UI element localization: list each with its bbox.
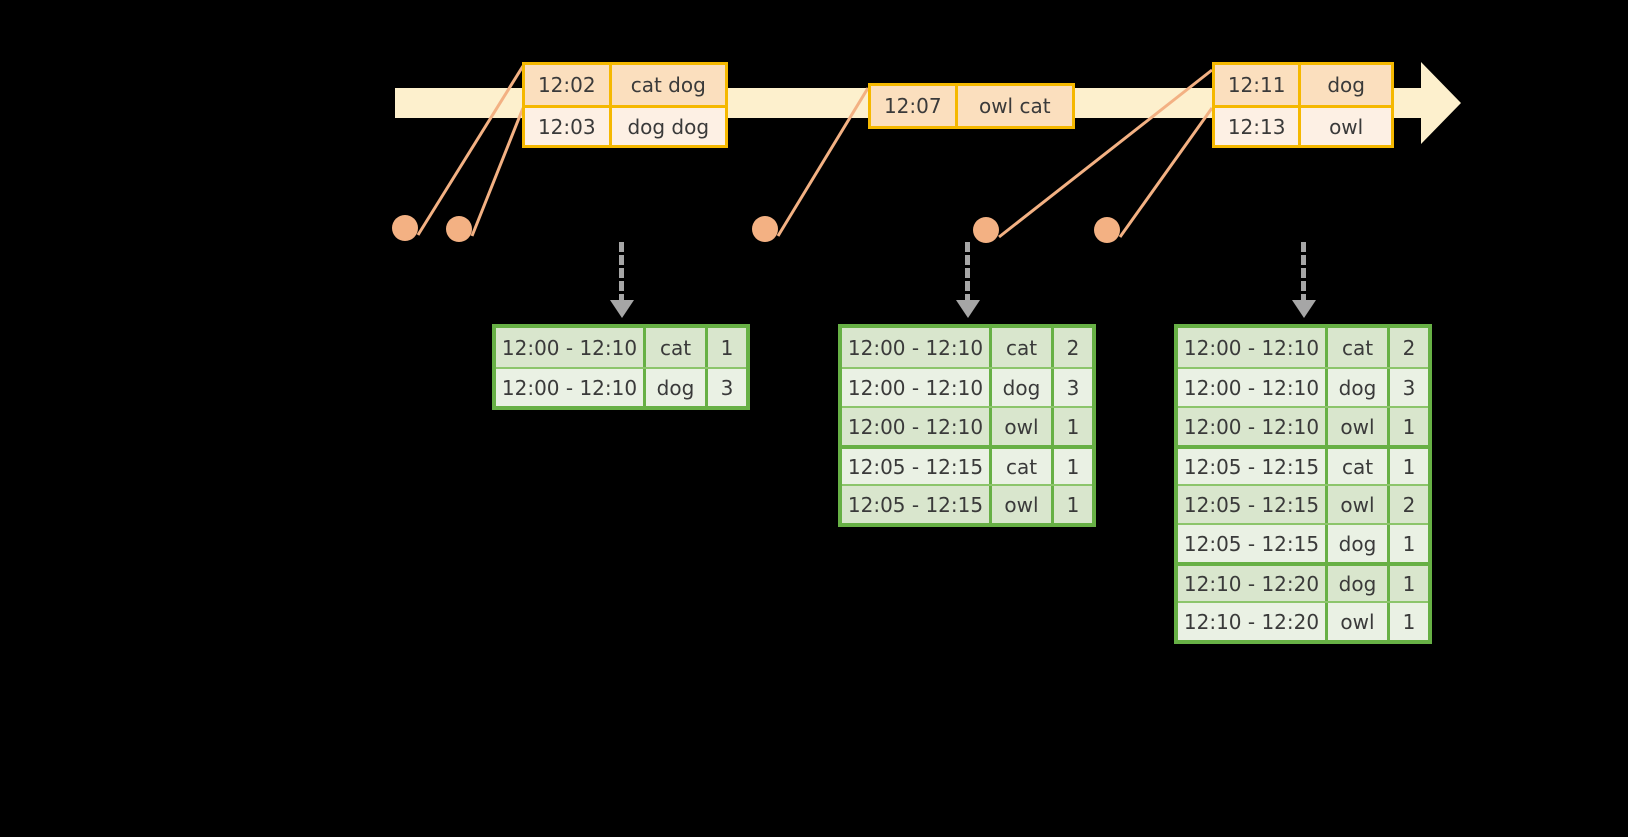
connector-line-1 <box>470 107 525 237</box>
event-row: 12:03 dog dog <box>525 105 725 145</box>
table-row: 12:00 - 12:10 cat 2 <box>842 328 1092 367</box>
event-group-2: 12:11 dog 12:13 owl <box>1212 62 1394 148</box>
window-cell: 12:05 - 12:15 <box>1178 449 1328 484</box>
word-cell: dog <box>992 369 1054 406</box>
word-cell: dog <box>1328 566 1390 601</box>
table-row: 12:00 - 12:10 dog 3 <box>1178 367 1428 406</box>
table-row: 12:05 - 12:15 dog 1 <box>1178 523 1428 562</box>
event-dot-1 <box>446 216 472 242</box>
window-cell: 12:00 - 12:10 <box>496 369 646 406</box>
result-table-2: 12:00 - 12:10 cat 2 12:00 - 12:10 dog 3 … <box>1174 324 1432 644</box>
window-cell: 12:05 - 12:15 <box>1178 486 1328 523</box>
table-row: 12:00 - 12:10 dog 3 <box>842 367 1092 406</box>
window-cell: 12:05 - 12:15 <box>842 486 992 523</box>
window-cell: 12:05 - 12:15 <box>842 449 992 484</box>
event-row: 12:13 owl <box>1215 105 1391 145</box>
word-cell: owl <box>992 486 1054 523</box>
count-cell: 3 <box>720 375 734 400</box>
event-value: dog <box>1327 73 1365 97</box>
window-cell: 12:00 - 12:10 <box>496 328 646 367</box>
event-time: 12:02 <box>525 65 612 105</box>
emit-arrow-2 <box>1301 242 1311 304</box>
word-cell: cat <box>1328 449 1390 484</box>
count-cell: 1 <box>1402 414 1416 439</box>
word-cell: cat <box>646 328 708 367</box>
table-row: 12:00 - 12:10 owl 1 <box>1178 406 1428 445</box>
emit-arrow-0 <box>619 242 629 304</box>
count-cell: 1 <box>1402 454 1416 479</box>
count-cell: 3 <box>1402 375 1416 400</box>
table-row: 12:05 - 12:15 owl 2 <box>1178 484 1428 523</box>
table-row: 12:00 - 12:10 owl 1 <box>842 406 1092 445</box>
count-cell: 1 <box>1402 609 1416 634</box>
count-cell: 2 <box>1402 492 1416 517</box>
table-row: 12:00 - 12:10 dog 3 <box>496 367 746 406</box>
event-value: owl cat <box>978 94 1051 118</box>
event-value: owl <box>1329 114 1364 139</box>
count-cell: 1 <box>1066 492 1080 517</box>
count-cell: 3 <box>1066 375 1080 400</box>
table-row: 12:05 - 12:15 cat 1 <box>842 445 1092 484</box>
result-table-1: 12:00 - 12:10 cat 2 12:00 - 12:10 dog 3 … <box>838 324 1096 527</box>
window-cell: 12:10 - 12:20 <box>1178 603 1328 640</box>
table-row: 12:10 - 12:20 owl 1 <box>1178 601 1428 640</box>
event-time: 12:07 <box>871 86 958 126</box>
table-row: 12:05 - 12:15 cat 1 <box>1178 445 1428 484</box>
event-time: 12:11 <box>1215 65 1302 105</box>
count-cell: 1 <box>1402 531 1416 556</box>
word-cell: dog <box>646 369 708 406</box>
event-row: 12:02 cat dog <box>525 65 725 105</box>
emit-arrowhead-icon-2 <box>1292 300 1316 318</box>
count-cell: 2 <box>1402 335 1416 360</box>
count-cell: 1 <box>720 335 734 360</box>
window-cell: 12:00 - 12:10 <box>1178 328 1328 367</box>
event-group-0: 12:02 cat dog 12:03 dog dog <box>522 62 728 148</box>
table-row: 12:00 - 12:10 cat 1 <box>496 328 746 367</box>
window-cell: 12:00 - 12:10 <box>842 408 992 445</box>
table-row: 12:05 - 12:15 owl 1 <box>842 484 1092 523</box>
window-cell: 12:00 - 12:10 <box>842 369 992 406</box>
event-dot-4 <box>1094 217 1120 243</box>
window-cell: 12:00 - 12:10 <box>1178 369 1328 406</box>
emit-arrow-1 <box>965 242 975 304</box>
event-group-1: 12:07 owl cat <box>868 83 1075 129</box>
count-cell: 2 <box>1066 335 1080 360</box>
connector-line-4 <box>1118 107 1214 238</box>
event-dot-2 <box>752 216 778 242</box>
event-time: 12:13 <box>1215 108 1302 145</box>
count-cell: 1 <box>1066 414 1080 439</box>
table-row: 12:10 - 12:20 dog 1 <box>1178 562 1428 601</box>
emit-arrowhead-icon-0 <box>610 300 634 318</box>
event-row: 12:07 owl cat <box>871 86 1072 126</box>
emit-arrowhead-icon-1 <box>956 300 980 318</box>
result-table-0: 12:00 - 12:10 cat 1 12:00 - 12:10 dog 3 <box>492 324 750 410</box>
event-time: 12:03 <box>525 108 612 145</box>
window-cell: 12:00 - 12:10 <box>842 328 992 367</box>
word-cell: cat <box>992 449 1054 484</box>
word-cell: dog <box>1328 369 1390 406</box>
event-dot-3 <box>973 217 999 243</box>
word-cell: cat <box>992 328 1054 367</box>
word-cell: owl <box>1328 603 1390 640</box>
count-cell: 1 <box>1066 454 1080 479</box>
word-cell: owl <box>1328 408 1390 445</box>
word-cell: dog <box>1328 525 1390 562</box>
event-value: dog dog <box>627 114 710 139</box>
table-row: 12:00 - 12:10 cat 2 <box>1178 328 1428 367</box>
count-cell: 1 <box>1402 571 1416 596</box>
window-cell: 12:00 - 12:10 <box>1178 408 1328 445</box>
window-cell: 12:10 - 12:20 <box>1178 566 1328 601</box>
word-cell: cat <box>1328 328 1390 367</box>
word-cell: owl <box>1328 486 1390 523</box>
timeline-arrowhead-icon <box>1421 62 1461 144</box>
window-cell: 12:05 - 12:15 <box>1178 525 1328 562</box>
word-cell: owl <box>992 408 1054 445</box>
event-row: 12:11 dog <box>1215 65 1391 105</box>
event-dot-0 <box>392 215 418 241</box>
event-value: cat dog <box>630 73 706 97</box>
